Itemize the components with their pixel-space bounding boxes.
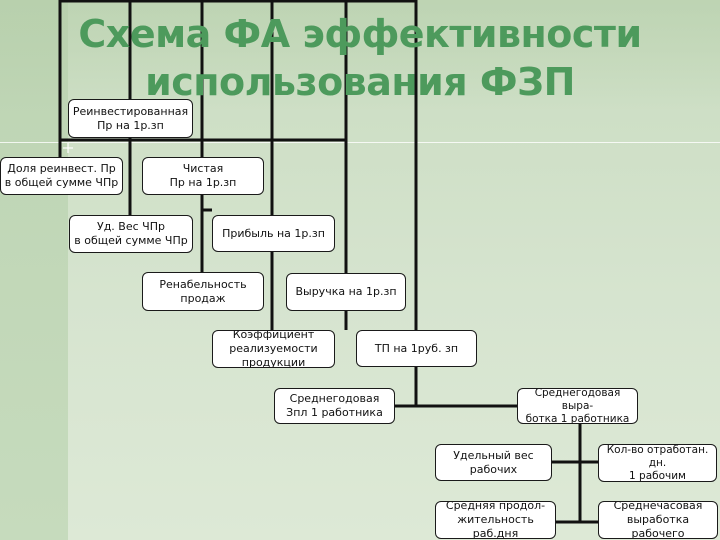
decorative-line	[0, 142, 720, 143]
box-hourly-output: Среднечасовая выработка рабочего	[598, 501, 718, 539]
box-profit: Прибыль на 1р.зп	[212, 215, 335, 252]
box-reinvested-profit: Реинвестированная Пр на 1р.зп	[68, 99, 193, 138]
box-profitability: Ренабельность продаж	[142, 272, 264, 311]
sparkle-icon	[63, 143, 73, 153]
page-title: Схема ФА эффективности использования ФЗП	[0, 10, 720, 106]
box-share-reinvested: Доля реинвест. Пр в общей сумме ЧПр	[0, 157, 123, 195]
title-line-1: Схема ФА эффективности	[78, 12, 642, 56]
box-avg-output: Среднегодовая выра- ботка 1 работника	[517, 388, 638, 424]
box-tp: ТП на 1руб. зп	[356, 330, 477, 367]
box-avg-duration: Средняя продол- жительность раб.дня	[435, 501, 556, 539]
box-net-profit: Чистая Пр на 1р.зп	[142, 157, 264, 195]
box-days-worked: Кол-во отработан. дн. 1 рабочим	[598, 444, 717, 482]
box-realization-coefficient: Коэффициент реализуемости продукции	[212, 330, 335, 368]
box-avg-salary: Среднегодовая Зпл 1 работника	[274, 388, 395, 424]
box-revenue: Выручка на 1р.зп	[286, 273, 406, 311]
title-line-2: использования ФЗП	[145, 60, 575, 104]
box-weight-net-profit: Уд. Вес ЧПр в общей сумме ЧПр	[69, 215, 193, 253]
top-band	[0, 0, 720, 110]
box-specific-weight: Удельный вес рабочих	[435, 444, 552, 481]
